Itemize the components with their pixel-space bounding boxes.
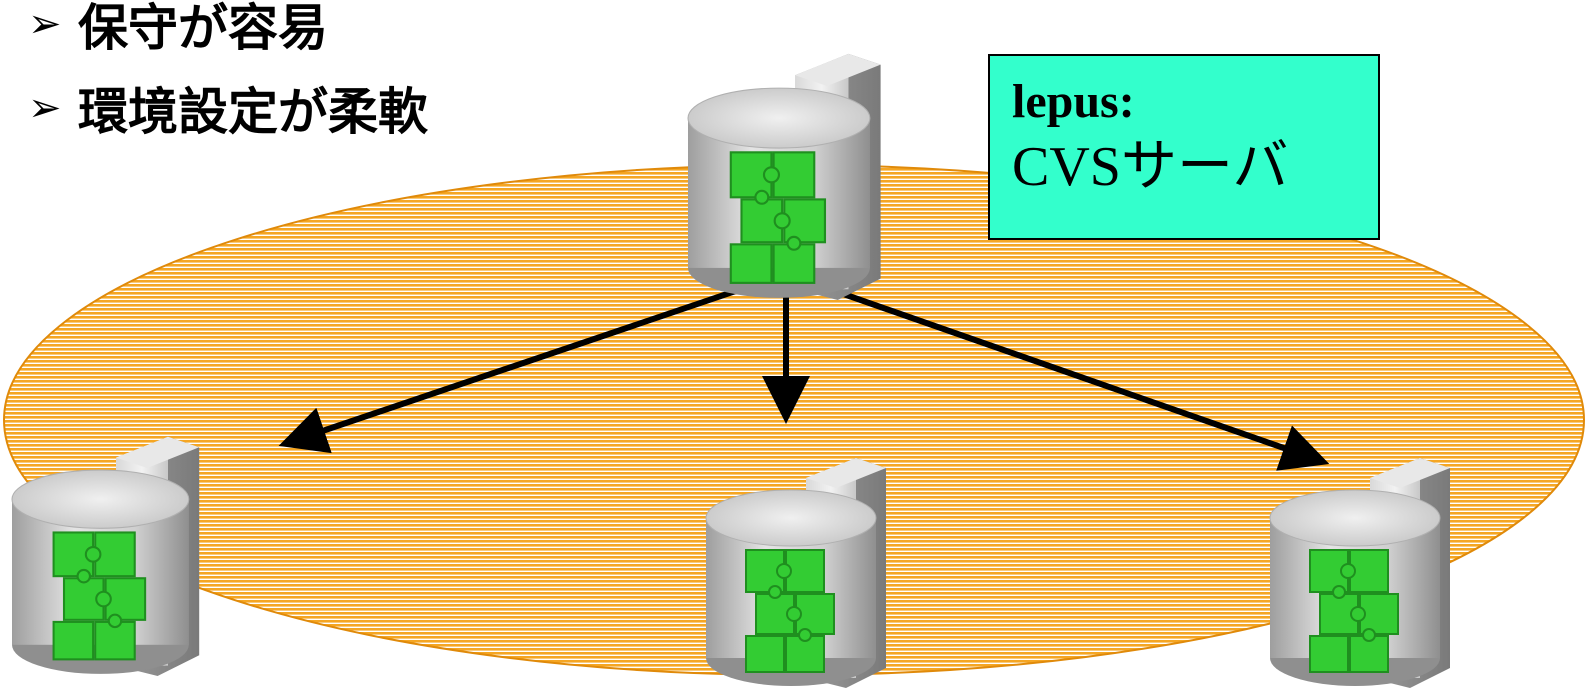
- central-server: [686, 52, 882, 302]
- arrow-to-right-client: [791, 273, 1330, 471]
- arrow-bullet-icon: ➢: [28, 1, 62, 47]
- arrow-bullet-icon: ➢: [28, 85, 62, 131]
- database-server-icon: [686, 52, 882, 302]
- callout-background: [988, 54, 1380, 240]
- feature-bullet-list: ➢ 保守が容易 ➢ 環境設定が柔軟: [28, 0, 428, 150]
- callout-title: lepus:: [1012, 75, 1135, 128]
- bullet-text: 環境設定が柔軟: [78, 83, 428, 141]
- bullet-item-maintenance: ➢ 保守が容易: [28, 0, 428, 66]
- bullet-item-config: ➢ 環境設定が柔軟: [28, 66, 428, 150]
- arrow-to-left-client: [278, 273, 781, 454]
- bullet-text: 保守が容易: [78, 0, 328, 57]
- callout-subtitle: CVSサーバ: [1012, 136, 1289, 198]
- server-callout: lepus: CVSサーバ: [988, 54, 1380, 240]
- connection-arrows: [278, 273, 1330, 471]
